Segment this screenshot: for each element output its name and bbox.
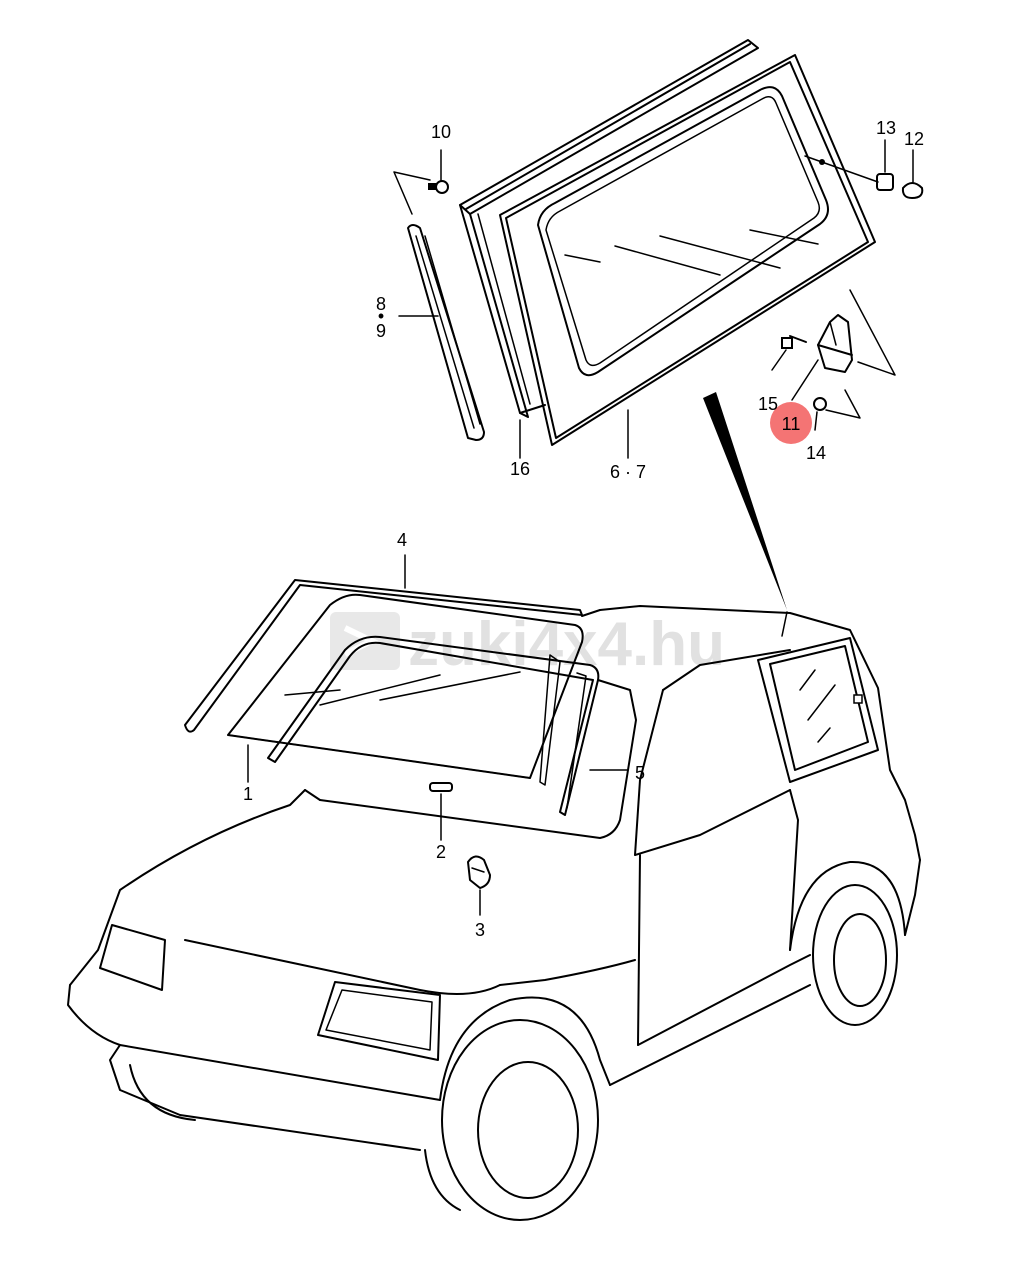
callout-16[interactable]: 16 bbox=[510, 459, 530, 479]
callout-10[interactable]: 10 bbox=[431, 122, 451, 142]
clip-12-icon bbox=[901, 149, 924, 200]
screw-15-icon bbox=[771, 335, 807, 371]
screw-14-icon bbox=[813, 397, 827, 431]
molding-strip bbox=[393, 171, 485, 441]
hinge-bracket-icon bbox=[791, 289, 896, 419]
vehicle-body bbox=[67, 554, 921, 1221]
callout-1[interactable]: 1 bbox=[243, 784, 253, 804]
screw-10-icon bbox=[428, 149, 449, 194]
callout-12[interactable]: 12 bbox=[904, 129, 924, 149]
callout-8-9-dot: • bbox=[378, 306, 384, 326]
callout-5[interactable]: 5 bbox=[635, 763, 645, 783]
callout-4[interactable]: 4 bbox=[397, 530, 407, 550]
callout-13[interactable]: 13 bbox=[876, 118, 896, 138]
watermark-text: zuki4x4.hu bbox=[408, 610, 725, 679]
callout-14[interactable]: 14 bbox=[806, 443, 826, 463]
watermark: zuki4x4.hu bbox=[330, 610, 725, 679]
quarter-window-assembly bbox=[459, 39, 876, 610]
callout-8[interactable]: 8 bbox=[376, 294, 386, 314]
watermark-logo-icon bbox=[330, 612, 400, 670]
callout-11[interactable]: 11 bbox=[782, 414, 801, 434]
callout-2[interactable]: 2 bbox=[436, 842, 446, 862]
callout-6-7[interactable]: 6 · 7 bbox=[610, 462, 646, 482]
callout-3[interactable]: 3 bbox=[475, 920, 485, 940]
callout-labels: 1 2 3 4 5 6 · 7 8 • 9 10 11 12 13 14 15 … bbox=[243, 118, 924, 940]
nut-13-icon bbox=[804, 139, 894, 191]
callout-15[interactable]: 15 bbox=[758, 394, 778, 414]
highlight-marker bbox=[770, 402, 812, 444]
callout-9[interactable]: 9 bbox=[376, 321, 386, 341]
